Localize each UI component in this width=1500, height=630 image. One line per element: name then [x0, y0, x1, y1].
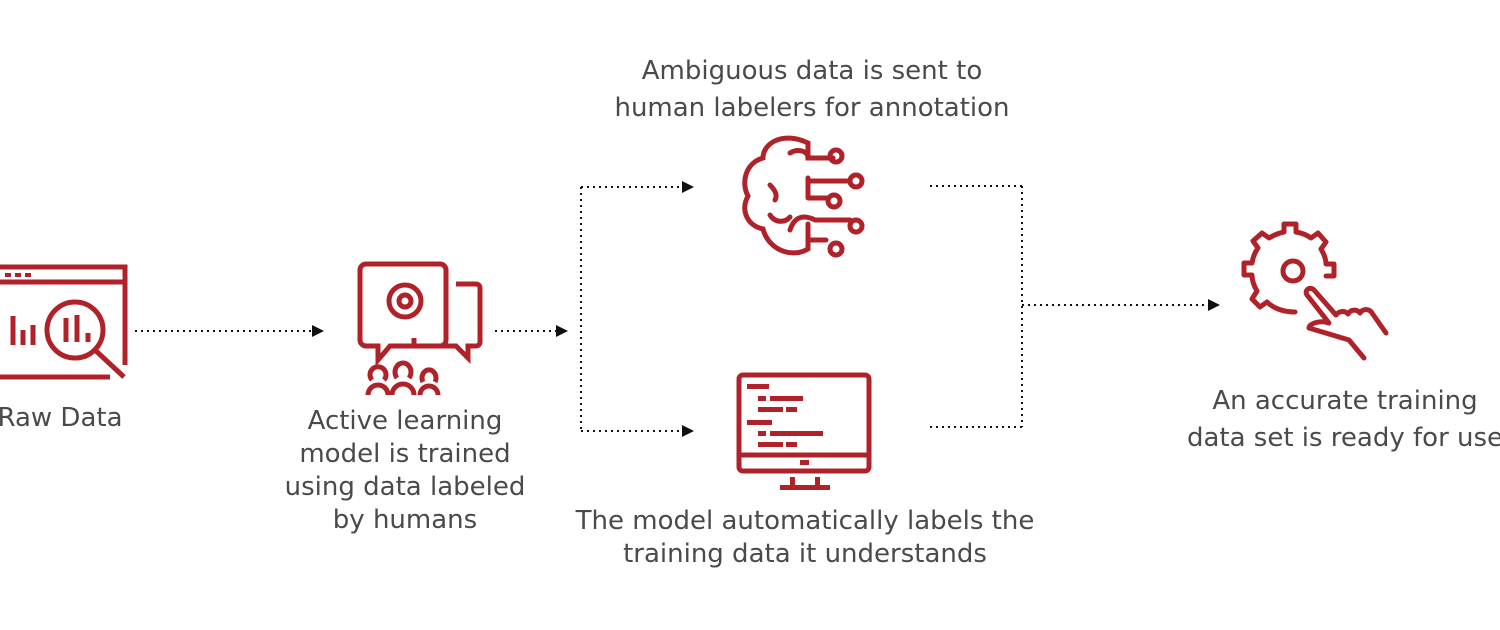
gear-hand-icon — [1241, 221, 1389, 361]
label-line: by humans — [332, 505, 478, 535]
active-learning-label: Active learning model is trained using d… — [285, 405, 526, 537]
ambiguous-label: Ambiguous data is sent to human labelers… — [614, 53, 1009, 127]
brain-circuit-icon — [742, 135, 865, 258]
label-line: using data labeled — [284, 472, 526, 502]
label-line: Ambiguous data is sent to — [641, 56, 983, 86]
label-line: The model automatically labels the — [575, 506, 1035, 536]
automatic-label: The model automatically labels the train… — [576, 505, 1035, 571]
label-line: An accurate training — [1212, 386, 1478, 416]
label-line: model is trained — [299, 439, 511, 469]
monitor-code-icon — [736, 372, 872, 490]
browser-chart-magnifier-icon — [0, 264, 128, 380]
label-line: training data it understands — [623, 539, 987, 569]
gear-chat-people-icon — [357, 261, 483, 396]
ready-label: An accurate training data set is ready f… — [1187, 383, 1500, 457]
label-line: human labelers for annotation — [614, 93, 1010, 123]
label-line: Active learning — [307, 406, 503, 436]
label-line: data set is ready for use — [1186, 423, 1500, 453]
raw-data-label: Raw Data — [0, 403, 123, 433]
